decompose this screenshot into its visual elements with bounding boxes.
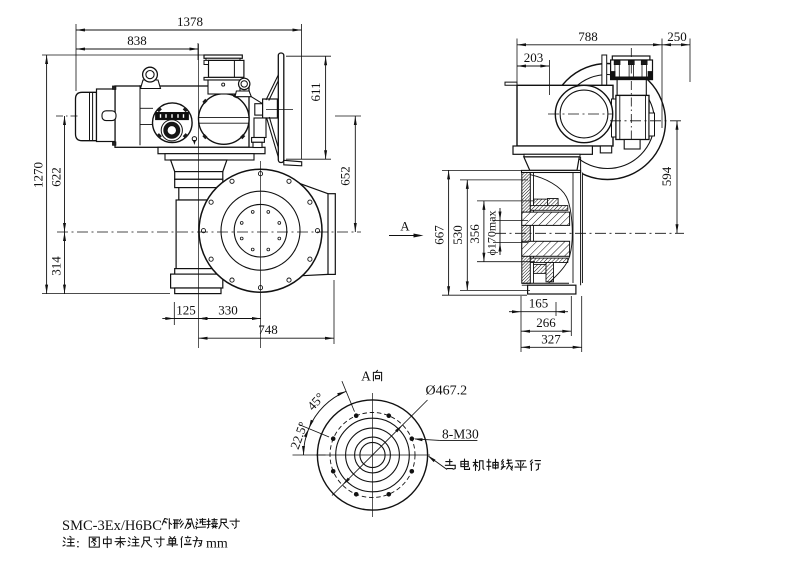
svg-text:A: A	[361, 369, 371, 384]
svg-text:1270: 1270	[31, 162, 46, 188]
svg-text::: :	[76, 537, 80, 552]
svg-text:A: A	[400, 219, 410, 234]
svg-text:250: 250	[667, 29, 687, 44]
svg-text:330: 330	[218, 303, 238, 318]
svg-text:652: 652	[338, 166, 353, 186]
svg-text:125: 125	[176, 303, 196, 318]
svg-text:838: 838	[127, 33, 147, 48]
svg-text:SMC-3Ex/H6BC: SMC-3Ex/H6BC	[62, 518, 162, 534]
svg-text:530: 530	[450, 225, 465, 245]
svg-text:mm: mm	[206, 536, 228, 551]
svg-text:788: 788	[578, 29, 598, 44]
svg-text:594: 594	[659, 166, 674, 186]
svg-text:667: 667	[432, 225, 447, 245]
svg-text:748: 748	[258, 322, 278, 337]
svg-text:622: 622	[49, 167, 64, 187]
svg-text:Ø467.2: Ø467.2	[426, 384, 468, 399]
svg-text:266: 266	[536, 315, 556, 330]
svg-text:327: 327	[541, 331, 561, 346]
svg-text:8-M30: 8-M30	[442, 427, 479, 442]
svg-text:611: 611	[308, 82, 323, 101]
svg-text:1378: 1378	[177, 14, 203, 29]
svg-text:165: 165	[529, 296, 549, 311]
svg-text:314: 314	[49, 256, 64, 276]
svg-text:203: 203	[524, 50, 544, 65]
svg-text:356: 356	[467, 224, 482, 244]
svg-text:ϕ170max: ϕ170max	[484, 211, 498, 256]
